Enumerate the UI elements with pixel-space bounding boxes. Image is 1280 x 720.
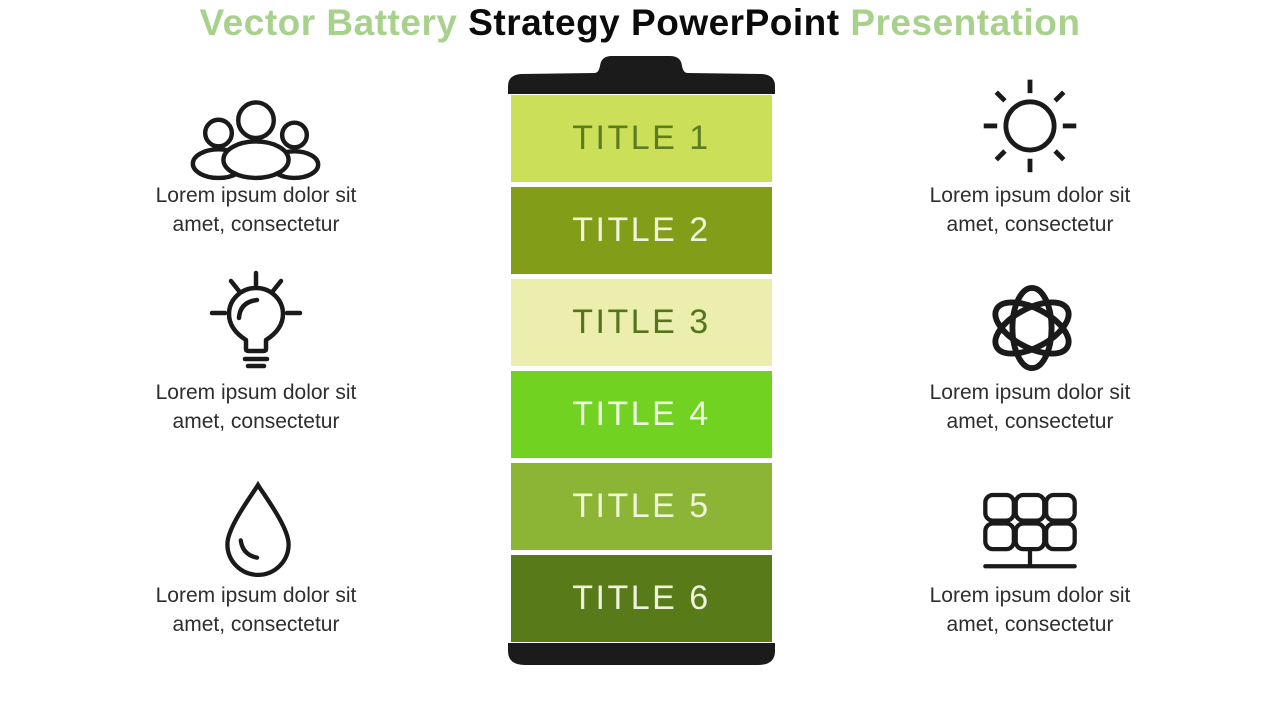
segment-title-2: TITLE 2 xyxy=(572,211,711,249)
caption-line: Lorem ipsum dolor sit xyxy=(155,584,357,607)
page-title: Vector Battery Strategy PowerPoint Prese… xyxy=(0,2,1280,44)
title-part-green-2: Presentation xyxy=(839,2,1081,43)
water-drop-icon xyxy=(214,479,302,577)
battery-top-cap-shape xyxy=(508,56,775,94)
caption-line: amet, consectetur xyxy=(946,213,1114,236)
caption-left-2: Lorem ipsum dolor sit amet, consectetur xyxy=(96,378,416,436)
battery-segment-2[interactable]: TITLE 2 xyxy=(511,187,772,274)
segment-title-5: TITLE 5 xyxy=(572,487,711,525)
segment-title-1: TITLE 1 xyxy=(572,119,711,157)
caption-left-1: Lorem ipsum dolor sit amet, consectetur xyxy=(96,181,416,239)
caption-right-2: Lorem ipsum dolor sit amet, consectetur xyxy=(870,378,1190,436)
caption-line: Lorem ipsum dolor sit xyxy=(155,381,357,404)
caption-line: amet, consectetur xyxy=(172,410,340,433)
title-part-black: Strategy PowerPoint xyxy=(468,2,840,43)
caption-line: Lorem ipsum dolor sit xyxy=(155,184,357,207)
solar-panel-icon xyxy=(972,489,1088,577)
lightbulb-icon xyxy=(201,268,311,380)
segment-title-6: TITLE 6 xyxy=(572,579,711,617)
sun-icon xyxy=(976,70,1084,178)
caption-line: amet, consectetur xyxy=(172,213,340,236)
title-part-green-1: Vector Battery xyxy=(199,2,469,43)
people-icon xyxy=(182,91,330,183)
segment-title-4: TITLE 4 xyxy=(572,395,711,433)
battery-segment-5[interactable]: TITLE 5 xyxy=(511,463,772,550)
battery-segment-3[interactable]: TITLE 3 xyxy=(511,279,772,366)
battery-segment-1[interactable]: TITLE 1 xyxy=(511,95,772,182)
segment-title-3: TITLE 3 xyxy=(572,303,711,341)
caption-right-1: Lorem ipsum dolor sit amet, consectetur xyxy=(870,181,1190,239)
caption-line: amet, consectetur xyxy=(946,410,1114,433)
battery-caps xyxy=(508,56,775,665)
caption-left-3: Lorem ipsum dolor sit amet, consectetur xyxy=(96,581,416,639)
caption-line: Lorem ipsum dolor sit xyxy=(929,584,1131,607)
caption-line: Lorem ipsum dolor sit xyxy=(929,381,1131,404)
battery-bottom-cap-shape xyxy=(508,643,775,665)
caption-right-3: Lorem ipsum dolor sit amet, consectetur xyxy=(870,581,1190,639)
battery-segment-6[interactable]: TITLE 6 xyxy=(511,555,772,642)
atom-icon xyxy=(982,283,1082,373)
caption-line: amet, consectetur xyxy=(172,613,340,636)
caption-line: Lorem ipsum dolor sit xyxy=(929,184,1131,207)
battery-segment-4[interactable]: TITLE 4 xyxy=(511,371,772,458)
caption-line: amet, consectetur xyxy=(946,613,1114,636)
battery-graphic: TITLE 1 TITLE 2 TITLE 3 TITLE 4 TITLE 5 … xyxy=(508,54,775,669)
